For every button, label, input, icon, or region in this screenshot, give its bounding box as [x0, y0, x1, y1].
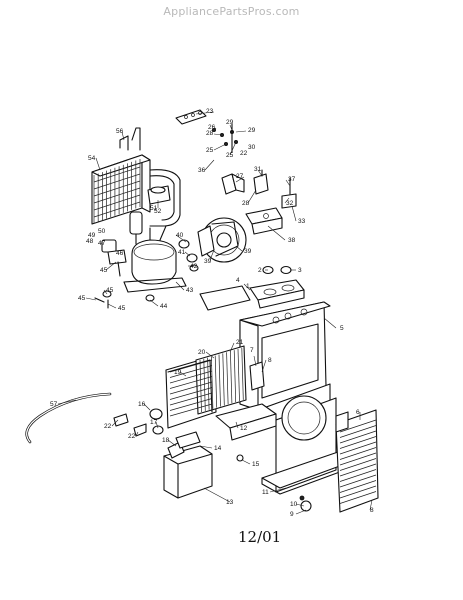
callout-6: 6	[356, 409, 360, 416]
revision-date: 12/01	[238, 528, 282, 546]
control-housing[interactable]	[245, 207, 283, 235]
evaporator-coil[interactable]	[165, 345, 247, 429]
callout-18: 18	[162, 437, 170, 444]
control-panel[interactable]	[249, 279, 305, 309]
callout-44: 45	[106, 287, 114, 294]
callout-51: 51	[150, 205, 158, 212]
callout-34: 37	[288, 176, 296, 183]
callout-27: 28	[242, 200, 250, 207]
fan-motor[interactable]	[197, 217, 247, 263]
callout-33: 36	[198, 167, 206, 174]
hose-adapter[interactable]	[113, 413, 147, 437]
callout-24: 23	[206, 108, 214, 115]
humidistat[interactable]	[281, 177, 297, 209]
callout-16: 16	[138, 401, 146, 408]
callout-26-bracket: 27	[236, 173, 244, 180]
callout-29-upper: 29	[226, 119, 234, 126]
refrigerant-tubing	[149, 169, 181, 227]
float-arm[interactable]	[249, 361, 265, 391]
top-panel[interactable]	[199, 285, 251, 311]
callout-19: 19	[174, 369, 182, 376]
front-grille[interactable]	[335, 409, 379, 513]
grommet[interactable]	[102, 290, 155, 302]
capacitor[interactable]	[147, 185, 171, 205]
callout-7: 7	[250, 347, 254, 354]
callout-30: 31	[254, 166, 262, 173]
callout-21: 21	[236, 339, 244, 346]
grille-insert[interactable]	[335, 411, 349, 433]
callout-57: 57	[50, 401, 58, 408]
bucket[interactable]	[163, 441, 213, 499]
callout-46: 46	[116, 250, 124, 257]
base-housing[interactable]	[261, 395, 357, 495]
drain-hose[interactable]	[25, 392, 112, 444]
callout-3: 3	[298, 267, 302, 274]
float-bracket[interactable]	[221, 173, 245, 195]
callout-50: 50	[98, 228, 106, 235]
switch-bracket[interactable]	[175, 109, 207, 125]
callout-28-right: 29	[248, 127, 256, 134]
callout-39: 42	[190, 263, 198, 270]
knob-set[interactable]	[262, 265, 292, 275]
callout-9: 9	[290, 511, 294, 518]
callout-35: 38	[288, 237, 296, 244]
filter-drier[interactable]	[129, 211, 143, 245]
callout-22: 22	[104, 423, 112, 430]
bucket-cover[interactable]	[175, 431, 201, 449]
callout-36-right: 39	[244, 248, 252, 255]
compressor[interactable]	[123, 225, 187, 293]
callout-2: 2	[258, 267, 262, 274]
callout-23: 22	[128, 433, 136, 440]
callout-15: 15	[252, 461, 260, 468]
caster[interactable]	[299, 495, 312, 512]
leader-lines	[57, 111, 373, 515]
callout-43: 45	[78, 295, 86, 302]
callout-32: 33	[298, 218, 306, 225]
callout-23-top: 22	[240, 150, 248, 157]
callout-20: 20	[198, 349, 206, 356]
watermark-text: AppliancePartsPros.com	[163, 5, 300, 18]
callout-37: 40	[176, 232, 184, 239]
callout-4: 4	[236, 277, 240, 284]
callout-48: 48	[86, 238, 94, 245]
callout-54: 54	[88, 155, 96, 162]
air-filter[interactable]	[167, 359, 213, 413]
callout-25-mid: 25	[226, 152, 234, 159]
callout-14: 14	[214, 445, 222, 452]
callout-31: 32	[286, 200, 294, 207]
overload-relay[interactable]	[101, 239, 127, 277]
callout-1: 1	[246, 283, 250, 290]
callout-26: 26	[208, 124, 216, 131]
callout-29-right: 30	[248, 144, 256, 151]
callout-52: 52	[154, 208, 162, 215]
callout-56: 56	[116, 128, 124, 135]
callout-25-left: 25	[206, 147, 214, 154]
callout-10: 10	[290, 501, 298, 508]
drain-fitting[interactable]	[149, 408, 164, 435]
motor-clip[interactable]	[178, 239, 199, 272]
callout-12: 12	[240, 425, 248, 432]
callout-11: 11	[262, 489, 269, 496]
callout-8: 8	[370, 507, 374, 514]
callout-47: 47	[98, 240, 106, 247]
condenser-coil[interactable]	[91, 127, 151, 225]
callout-40: 43	[186, 287, 194, 294]
callout-36-left: 39	[204, 258, 212, 265]
callout-13: 13	[226, 499, 234, 506]
callout-41: 44	[160, 303, 168, 310]
callout-49: 49	[88, 232, 96, 239]
callout-42: 45	[118, 305, 126, 312]
screw[interactable]	[94, 297, 109, 309]
callout-45: 45	[100, 267, 108, 274]
callout-labels: 23 26 28 29 29 25 25 22 30 36 31 27 37 2…	[50, 108, 374, 518]
drain-plug[interactable]	[236, 454, 244, 462]
float-switch[interactable]	[253, 169, 269, 195]
callout-8-upper: 8	[268, 357, 272, 364]
callout-38: 41	[178, 249, 186, 256]
callout-17: 17	[150, 419, 158, 426]
evaporator-tray[interactable]	[215, 403, 277, 441]
callout-5: 5	[340, 325, 344, 332]
callout-28-upper: 28	[206, 130, 214, 137]
